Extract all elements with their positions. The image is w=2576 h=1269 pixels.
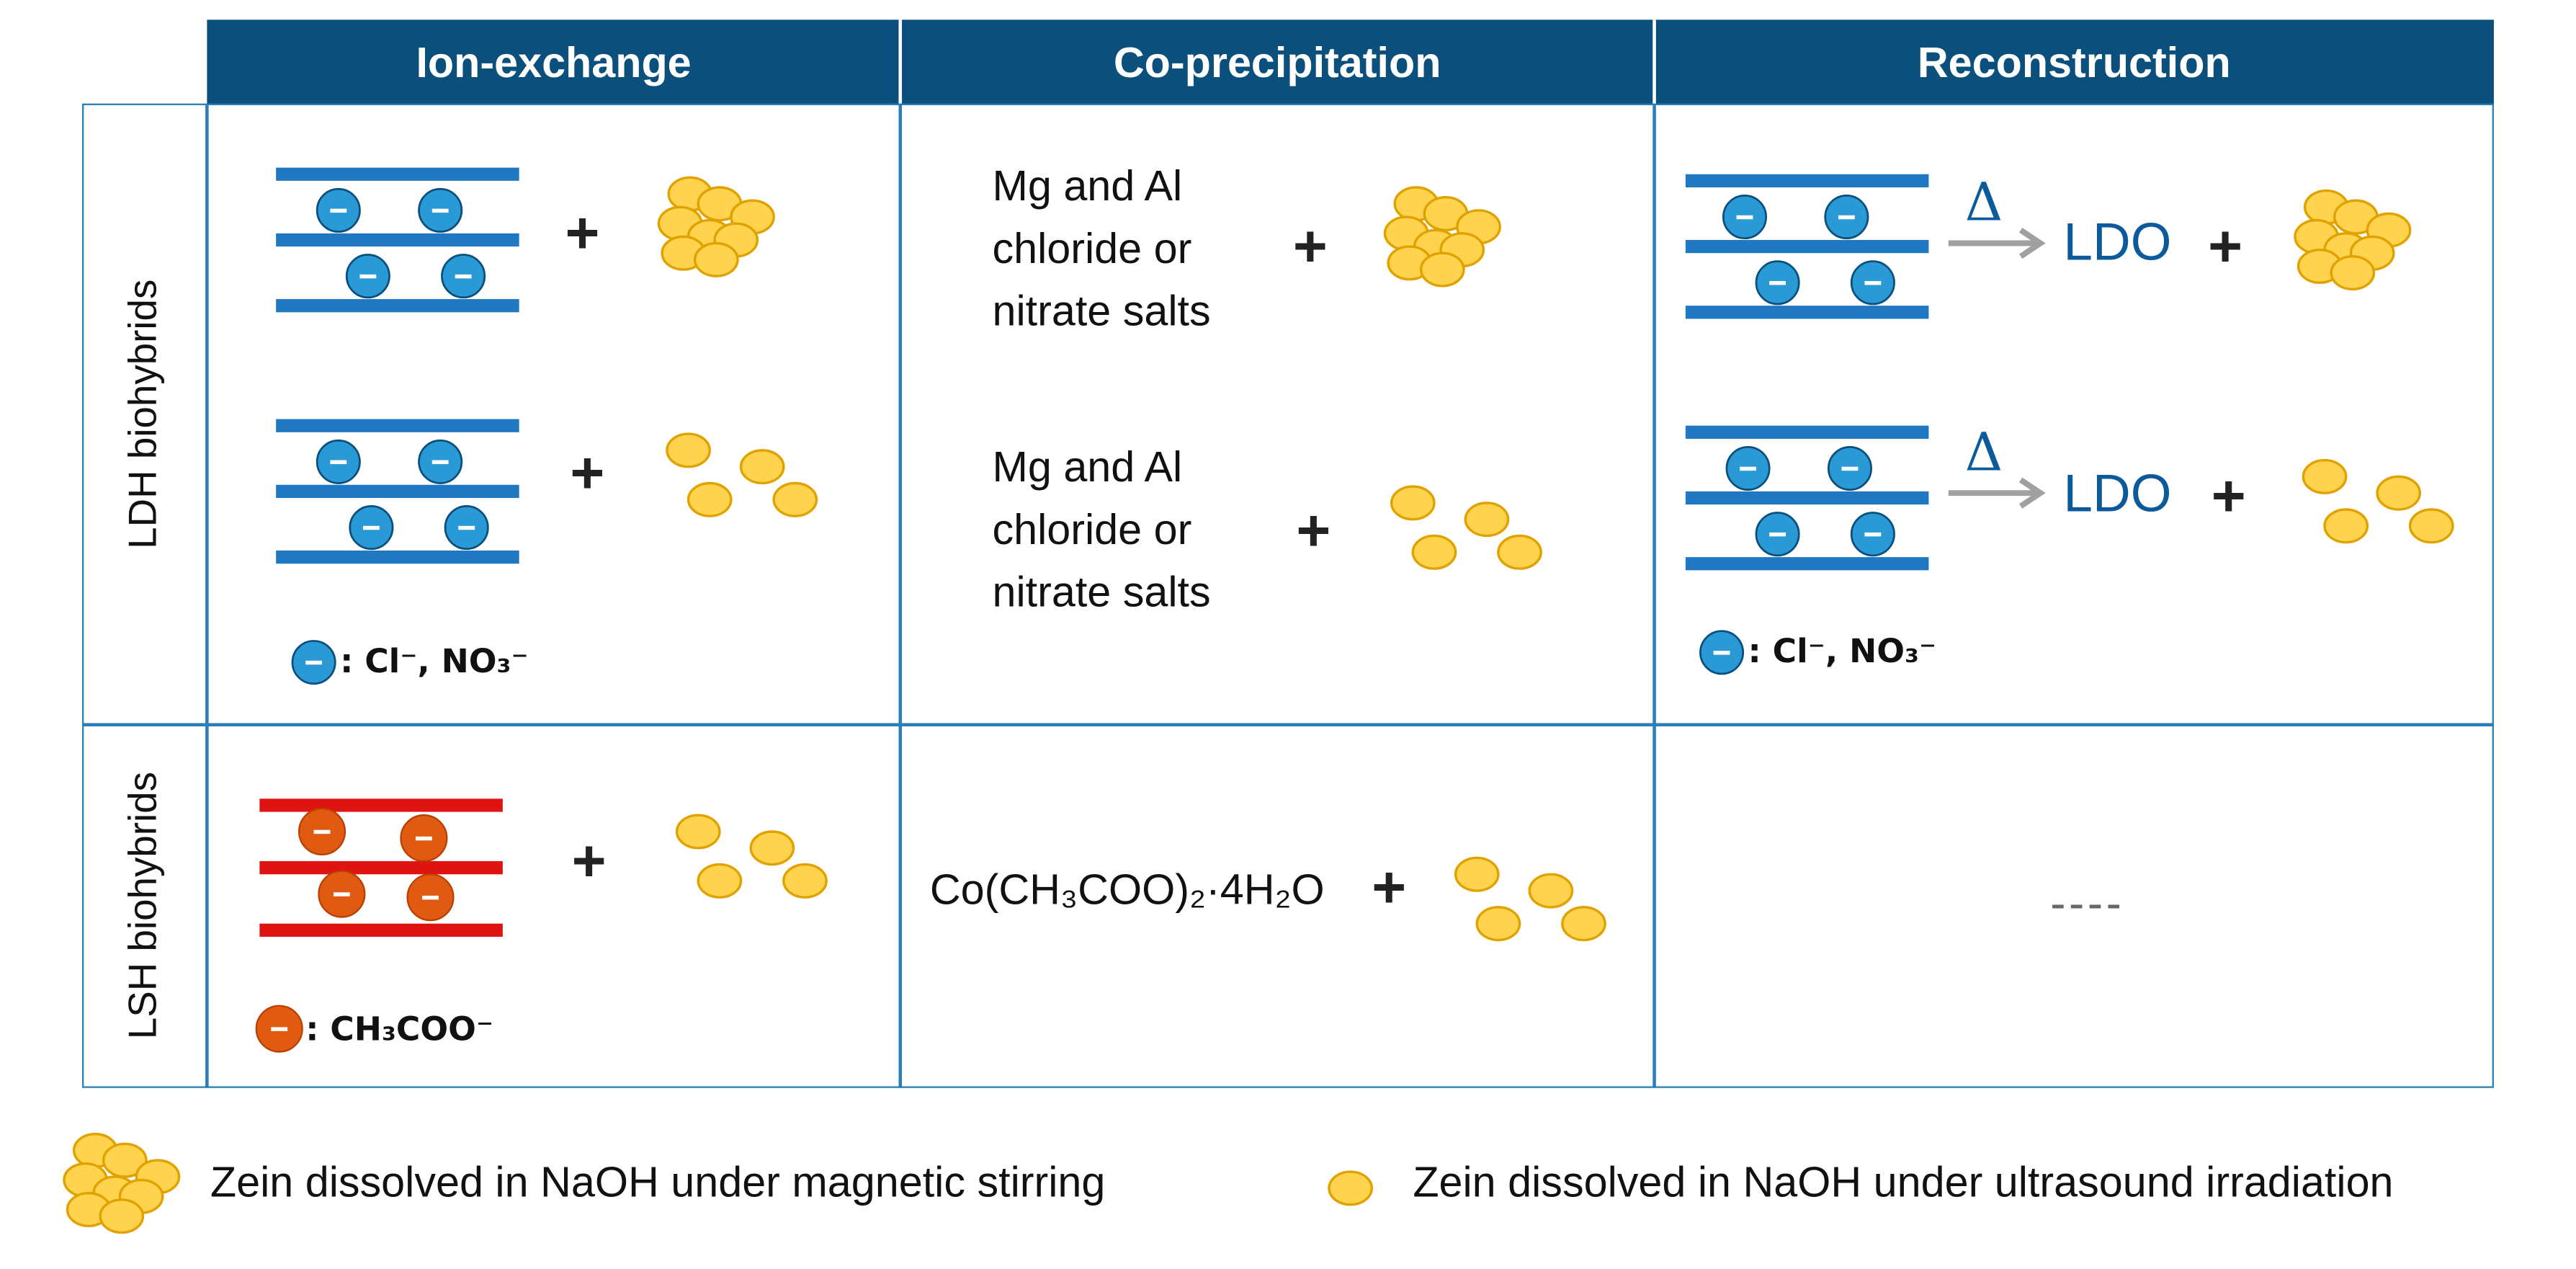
column-header-bar — [207, 19, 2494, 105]
zein-particles-icon — [675, 814, 828, 899]
column-header-co-precipitation: Co-precipitation — [900, 19, 1655, 105]
zein-particles-icon — [666, 432, 818, 517]
row-label-ldh: LDH biohybrids — [121, 279, 166, 549]
grid-line — [205, 103, 208, 1088]
column-header-reconstruction: Reconstruction — [1655, 19, 2494, 105]
ldh-layered-structure-icon — [1685, 174, 1929, 319]
zein-particles-icon — [1454, 856, 1606, 942]
zein-cluster-icon — [2294, 189, 2412, 291]
grid-line — [1653, 103, 1655, 1088]
ldh-layered-structure-icon — [1685, 425, 1929, 571]
cobalt-acetate-text: Co(CH₃COO)₂·4H₂O — [929, 864, 1325, 914]
plus-sign: + — [570, 438, 605, 507]
column-label-reconstruction: Reconstruction — [1917, 37, 2231, 86]
anion-symbol-icon — [255, 1005, 303, 1053]
legend-magnetic-label: Zein dissolved in NaOH under magnetic st… — [210, 1157, 1106, 1206]
zein-cluster-icon — [1383, 186, 1501, 288]
arrow-right-icon — [1948, 477, 2046, 509]
column-label-ion-exchange: Ion-exchange — [416, 37, 692, 86]
plus-sign: + — [565, 198, 600, 267]
zein-cluster-legend-icon — [63, 1132, 181, 1234]
plus-sign: + — [2211, 461, 2246, 530]
zein-particles-icon — [2302, 458, 2454, 544]
plus-sign: + — [1372, 852, 1407, 921]
lsh-layered-structure-icon — [259, 798, 503, 937]
precursor-text: Mg and Al chloride or nitrate salts — [992, 161, 1211, 336]
ldh-layered-structure-icon — [276, 167, 519, 313]
table-frame — [82, 103, 2494, 1088]
anion-symbol-icon — [1699, 630, 1745, 675]
zein-particle-legend-icon — [1328, 1170, 1374, 1206]
anion-legend-ldh: : Cl⁻, NO₃⁻ — [340, 641, 529, 681]
ldo-label: LDO — [2063, 463, 2172, 523]
arrow-right-icon — [1948, 227, 2046, 259]
plus-sign: + — [571, 827, 607, 894]
ldo-label: LDO — [2063, 212, 2172, 272]
header-separator — [1653, 19, 1656, 105]
heat-delta-symbol: Δ — [1964, 171, 2003, 233]
plus-sign: + — [2208, 212, 2243, 280]
zein-particles-icon — [1390, 485, 1542, 570]
header-separator — [898, 19, 903, 105]
zein-cluster-icon — [657, 176, 775, 277]
precursor-text: Mg and Al chloride or nitrate salts — [992, 442, 1211, 617]
not-applicable-dash: ---- — [2050, 877, 2125, 929]
grid-line — [898, 103, 902, 1088]
anion-legend-ldh: : Cl⁻, NO₃⁻ — [1748, 631, 1937, 671]
ldh-layered-structure-icon — [276, 419, 519, 564]
grid-line — [82, 723, 2494, 726]
legend-ultrasound-label: Zein dissolved in NaOH under ultrasound … — [1413, 1157, 2394, 1206]
anion-legend-lsh: : CH₃COO⁻ — [305, 1009, 494, 1049]
row-label-lsh: LSH biohybrids — [121, 772, 166, 1040]
column-label-co-precipitation: Co-precipitation — [1113, 37, 1441, 86]
heat-delta-symbol: Δ — [1964, 420, 2003, 484]
column-header-ion-exchange: Ion-exchange — [207, 19, 900, 105]
plus-sign: + — [1296, 496, 1331, 564]
plus-sign: + — [1292, 212, 1328, 280]
anion-symbol-icon — [291, 640, 336, 685]
